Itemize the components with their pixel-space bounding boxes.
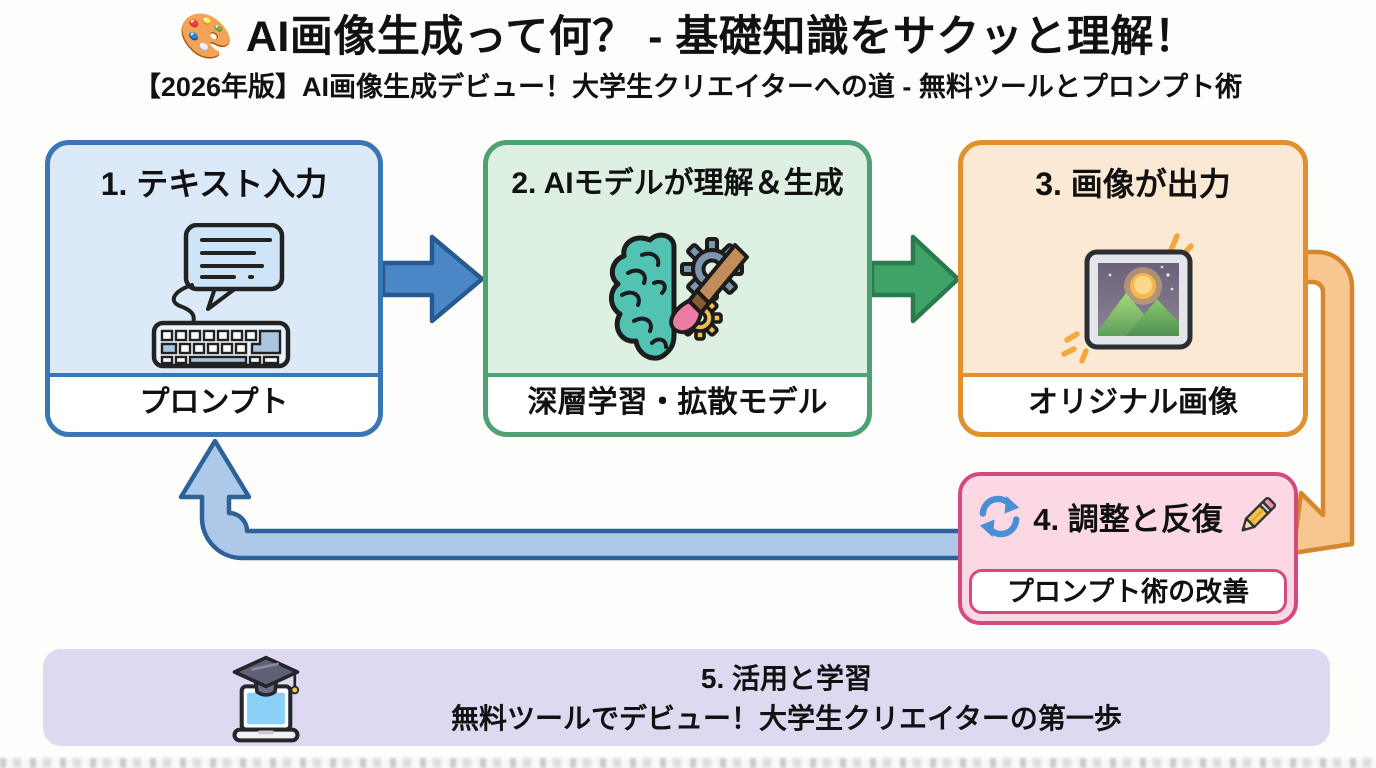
- step3-header: 3. 画像が出力: [1035, 166, 1231, 202]
- step3-label: オリジナル画像: [963, 373, 1303, 432]
- step4-header: 4. 調整と反復: [1033, 501, 1223, 537]
- pencil-icon: [1241, 496, 1276, 532]
- step1-header: 1. テキスト入力: [100, 166, 328, 202]
- brain-gears-brush-icon: [609, 232, 749, 361]
- refresh-icon: [979, 495, 1020, 537]
- step2-header: 2. AIモデルが理解＆生成: [511, 167, 844, 200]
- step1-label: プロンプト: [50, 373, 378, 432]
- keyboard-chat-icon: [151, 223, 291, 369]
- palette-icon: 🎨: [178, 12, 234, 61]
- laptop-graduation-icon: [232, 655, 300, 743]
- step1-box: 1. テキスト入力: [45, 140, 383, 437]
- page-subtitle: 【2026年版】AI画像生成デビュー！大学生クリエイターへの道 - 無料ツールと…: [133, 72, 1243, 102]
- step5-header: 5. 活用と学習: [700, 663, 873, 694]
- step3-box: 3. 画像が出力: [958, 140, 1308, 437]
- arrow-step2-to-step3: [869, 234, 961, 324]
- arrow-step1-to-step2: [380, 234, 485, 324]
- step2-box: 2. AIモデルが理解＆生成: [483, 140, 872, 437]
- framed-picture-icon: [1061, 233, 1194, 364]
- step2-label: 深層学習・拡散モデル: [488, 373, 867, 432]
- page-title-text: AI画像生成って何？ - 基礎知識をサクッと理解！: [245, 13, 1198, 61]
- step5-box: 5. 活用と学習 無料ツールでデビュー！大学生クリエイターの第一歩: [43, 649, 1330, 746]
- step4-box: 4. 調整と反復 プロンプト術の改善: [958, 472, 1298, 625]
- step5-label: 無料ツールでデビュー！大学生クリエイターの第一歩: [451, 703, 1122, 734]
- bottom-edge-artifact: [0, 758, 1376, 768]
- arrow-step4-to-step1: [178, 438, 971, 561]
- page-title: 🎨AI画像生成って何？ - 基礎知識をサクッと理解！: [0, 10, 1376, 64]
- step4-label: プロンプト術の改善: [969, 569, 1287, 614]
